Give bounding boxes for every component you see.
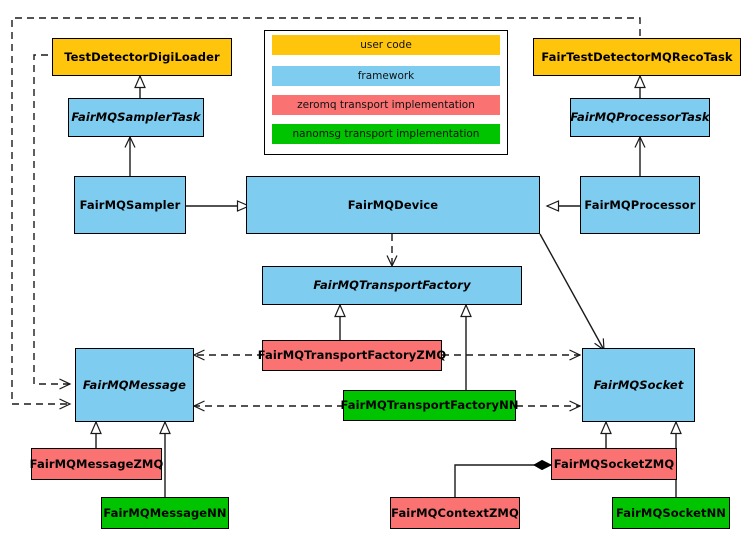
node-label: FairMQProcessorTask	[570, 110, 710, 125]
node-label: FairMQTransportFactoryNN	[340, 398, 519, 413]
legend-label-framework: framework	[357, 70, 415, 82]
node-label: FairMQSamplerTask	[71, 110, 201, 125]
node-fairtestdetectormqrecotask[interactable]: FairTestDetectorMQRecoTask	[533, 38, 741, 76]
node-fairmqtransportfactoryzmq[interactable]: FairMQTransportFactoryZMQ	[258, 340, 446, 371]
node-fairmqmessage[interactable]: FairMQMessage	[75, 348, 194, 422]
node-fairmqprocessor[interactable]: FairMQProcessor	[580, 176, 700, 234]
node-fairmqprocessortask[interactable]: FairMQProcessorTask	[570, 98, 710, 137]
node-fairmqsamplertask[interactable]: FairMQSamplerTask	[68, 98, 204, 137]
legend-item-nanomsg: nanomsg transport implementation	[272, 124, 500, 144]
legend-item-zeromq: zeromq transport implementation	[272, 95, 500, 115]
edge-device-to-socket	[539, 233, 605, 352]
node-fairmqtransportfactorynn[interactable]: FairMQTransportFactoryNN	[340, 390, 519, 421]
node-fairmqtransportfactory[interactable]: FairMQTransportFactory	[262, 266, 522, 305]
node-label: FairMQProcessor	[584, 197, 696, 212]
node-label: FairMQMessageZMQ	[29, 456, 164, 471]
node-fairmqsocket[interactable]: FairMQSocket	[582, 348, 695, 422]
edge-digiloader-to-message	[33, 54, 72, 390]
edge-recotask-to-message	[11, 17, 641, 410]
node-testdetectordigiloader[interactable]: TestDetectorDigiLoader	[52, 38, 232, 76]
edge-contextzmq-composition	[454, 459, 553, 497]
node-label: FairMQSocketNN	[615, 505, 727, 520]
node-fairmqdevice[interactable]: FairMQDevice	[246, 176, 540, 234]
node-label: TestDetectorDigiLoader	[64, 49, 220, 64]
node-label: FairMQSampler	[79, 197, 181, 212]
legend-label-zeromq: zeromq transport implementation	[297, 99, 475, 111]
node-fairmqsampler[interactable]: FairMQSampler	[74, 176, 186, 234]
node-label: FairMQSocketZMQ	[553, 456, 675, 471]
legend-item-user-code: user code	[272, 35, 500, 55]
legend-label-nanomsg: nanomsg transport implementation	[292, 128, 480, 140]
node-fairmqsocketzmq[interactable]: FairMQSocketZMQ	[551, 448, 677, 480]
node-fairmqmessagezmq[interactable]: FairMQMessageZMQ	[29, 448, 164, 480]
node-label: FairMQMessage	[82, 377, 187, 392]
legend-item-framework: framework	[272, 66, 500, 86]
node-label: FairTestDetectorMQRecoTask	[541, 49, 733, 64]
node-fairmqsocketnn[interactable]: FairMQSocketNN	[612, 497, 730, 529]
node-label: FairMQMessageNN	[103, 505, 227, 520]
node-label: FairMQTransportFactoryZMQ	[257, 348, 447, 363]
node-label: FairMQTransportFactory	[313, 278, 471, 293]
node-fairmqcontextzmq[interactable]: FairMQContextZMQ	[390, 497, 520, 529]
node-fairmqmessagenn[interactable]: FairMQMessageNN	[101, 497, 229, 529]
node-label: FairMQDevice	[347, 197, 439, 212]
node-label: FairMQContextZMQ	[391, 505, 519, 520]
node-label: FairMQSocket	[593, 377, 684, 392]
legend-label-user-code: user code	[360, 39, 412, 51]
